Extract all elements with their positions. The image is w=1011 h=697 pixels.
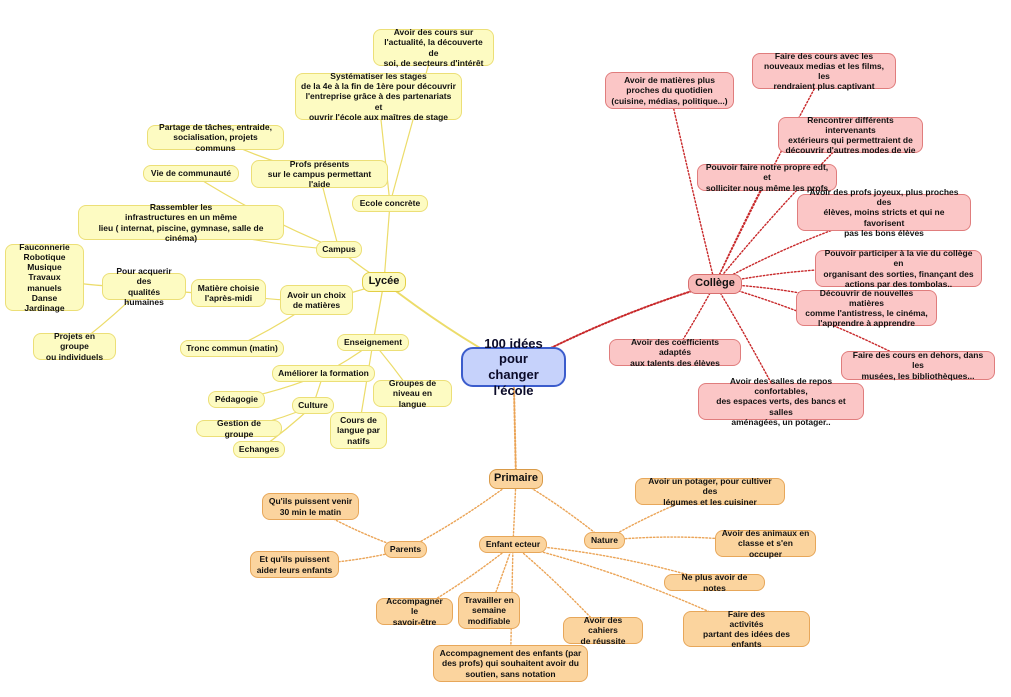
nouvelles-matieres-node[interactable]: Découvrir de nouvelles matières comme l'… — [796, 288, 937, 328]
primaire-node[interactable]: Primaire — [489, 469, 543, 489]
salles-repos-node[interactable]: Avoir des salles de repos confortables, … — [698, 376, 864, 427]
groupes-niveau-node[interactable]: Groupes de niveau en langue — [373, 378, 452, 409]
savoir-etre-node[interactable]: Accompagner le savoir-être — [376, 596, 453, 627]
profs-joyeux-node[interactable]: Avoir des profs joyeux, plus proches des… — [797, 187, 971, 238]
parents-node[interactable]: Parents — [384, 541, 427, 558]
propre-edt-node[interactable]: Pouvoir faire notre propre edt, et solli… — [697, 162, 837, 193]
projets-groupe-node[interactable]: Projets en groupe ou individuels — [33, 331, 116, 362]
culture-node[interactable]: Culture — [292, 397, 334, 414]
travailler-semaine-node[interactable]: Travailler en semaine modifiable — [458, 592, 520, 629]
aider-enfants-node[interactable]: Et qu'ils puissent aider leurs enfants — [250, 551, 339, 578]
vie-communaute-node[interactable]: Vie de communauté — [143, 165, 239, 182]
matiere-choisie-node[interactable]: Matière choisie l'après-midi — [191, 279, 266, 307]
partage-taches-node[interactable]: Partage de tâches, entraide, socialisati… — [147, 122, 284, 153]
cours-langue-node[interactable]: Cours de langue par natifs — [330, 412, 387, 449]
cours-dehors-node[interactable]: Faire des cours en dehors, dans les musé… — [841, 350, 995, 381]
qualites-humaines-node[interactable]: Pour acquerir des qualités humaines — [102, 266, 186, 307]
central-topic[interactable]: 100 idées pour changer l'école — [461, 336, 566, 398]
vie-college-node[interactable]: Pouvoir participer à la vie du collège e… — [815, 248, 982, 289]
cours-actualite-node[interactable]: Avoir des cours sur l'actualité, la déco… — [373, 27, 494, 68]
accompagnement-node[interactable]: Accompagnement des enfants (par des prof… — [433, 645, 588, 682]
campus-node[interactable]: Campus — [316, 241, 362, 258]
cahiers-reussite-node[interactable]: Avoir des cahiers de réussite — [563, 615, 643, 646]
venir-matin-node[interactable]: Qu'ils puissent venir 30 min le matin — [262, 493, 359, 520]
rassembler-infrastructures-node[interactable]: Rassembler les infrastructures en un mêm… — [78, 202, 284, 243]
potager-node[interactable]: Avoir un potager, pour cultiver des légu… — [635, 476, 785, 507]
profs-presents-node[interactable]: Profs présents sur le campus permettant … — [251, 159, 388, 189]
link-lycee-node-to-ecole-concrete-node — [383, 203, 391, 283]
tronc-commun-node[interactable]: Tronc commun (matin) — [180, 340, 284, 357]
animaux-node[interactable]: Avoir des animaux en classe et s'en occu… — [715, 528, 816, 559]
ameliorer-formation-node[interactable]: Améliorer la formation — [272, 365, 375, 382]
matieres-proches-node[interactable]: Avoir de matières plus proches du quotid… — [605, 72, 734, 109]
nature-node[interactable]: Nature — [584, 532, 625, 549]
activites-idees-node[interactable]: Faire des activités partant des idées de… — [683, 609, 810, 649]
enfant-acteur-node[interactable]: Enfant ecteur — [479, 536, 547, 553]
lycee-node[interactable]: Lycée — [362, 272, 406, 292]
enseignement-node[interactable]: Enseignement — [337, 334, 409, 351]
pedagogie-node[interactable]: Pédagogie — [208, 391, 265, 408]
coefficients-node[interactable]: Avoir des coefficients adaptés aux talen… — [609, 337, 741, 368]
gestion-groupe-node[interactable]: Gestion de groupe — [196, 418, 282, 439]
college-node[interactable]: Collège — [688, 274, 742, 294]
link-college-node-to-matieres-proches-node — [668, 89, 716, 285]
intervenants-node[interactable]: Rencontrer différents intervenants extér… — [778, 115, 923, 155]
echanges-node[interactable]: Echanges — [233, 441, 285, 458]
nouveaux-medias-node[interactable]: Faire des cours avec les nouveaux medias… — [752, 51, 896, 91]
systematiser-stages-node[interactable]: Systématiser les stages de la 4e à la fi… — [295, 71, 462, 122]
activites-list-node[interactable]: Fauconnerie Robotique Musique Travaux ma… — [5, 242, 84, 313]
ecole-concrete-node[interactable]: Ecole concrète — [352, 195, 428, 212]
choix-matieres-node[interactable]: Avoir un choix de matières — [280, 285, 353, 315]
notes-node[interactable]: Ne plus avoir de notes — [664, 572, 765, 593]
